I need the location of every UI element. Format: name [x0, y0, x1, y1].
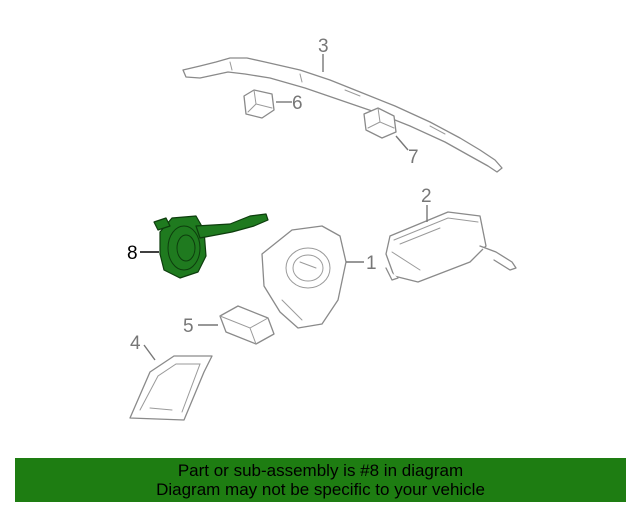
callout-4[interactable]: 4 — [130, 333, 141, 354]
clockspring-part[interactable] — [153, 213, 269, 279]
callout-6[interactable]: 6 — [292, 93, 303, 114]
callout-5[interactable]: 5 — [183, 316, 194, 337]
leader-line-4 — [143, 344, 156, 361]
mount-bracket-part[interactable] — [363, 107, 397, 139]
banner-line-part-number: Part or sub-assembly is #8 in diagram — [177, 461, 464, 480]
parts-diagram: 3 6 7 2 1 5 4 8 — [127, 36, 517, 421]
callout-8[interactable]: 8 — [127, 243, 138, 264]
leader-line-7 — [395, 135, 409, 151]
control-module-part[interactable] — [219, 305, 275, 345]
callout-3[interactable]: 3 — [318, 36, 329, 57]
sensor-bracket-part[interactable] — [243, 89, 275, 119]
callout-2[interactable]: 2 — [421, 186, 432, 207]
callout-7[interactable]: 7 — [408, 147, 419, 168]
callout-1[interactable]: 1 — [366, 253, 377, 274]
info-banner: Part or sub-assembly is #8 in diagram Di… — [15, 458, 626, 502]
curtain-airbag-part[interactable] — [182, 57, 503, 173]
driver-airbag-part[interactable] — [261, 225, 347, 329]
passenger-airbag-part[interactable] — [385, 211, 517, 283]
banner-line-disclaimer: Diagram may not be specific to your vehi… — [156, 480, 485, 499]
side-airbag-part[interactable] — [129, 355, 213, 421]
